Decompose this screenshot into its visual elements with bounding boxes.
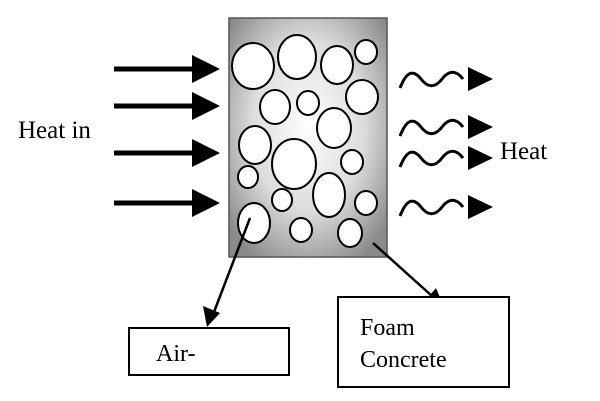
heat-out-arrow	[398, 67, 493, 91]
air-bubble	[340, 149, 364, 175]
foam-label: Foam	[360, 315, 415, 341]
air-bubble	[337, 218, 363, 248]
air-bubble	[259, 89, 291, 125]
heat-out-arrows	[398, 67, 493, 219]
air-bubble	[354, 190, 378, 216]
heat-out-arrow	[398, 115, 493, 139]
air-leader-arrow	[203, 217, 252, 327]
heat-in-arrows	[114, 55, 220, 217]
foam-concrete-callout-box: Foam Concrete	[337, 296, 510, 388]
concrete-label: Concrete	[360, 347, 447, 373]
heat-in-arrow	[114, 55, 220, 83]
heat-out-label: Heat	[500, 138, 548, 165]
air-bubble	[237, 165, 259, 189]
air-bubble	[316, 107, 352, 149]
air-bubble	[271, 138, 317, 190]
air-bubble	[320, 45, 354, 85]
heat-in-arrow	[114, 139, 220, 167]
air-bubble	[296, 90, 320, 116]
air-bubbles	[231, 34, 379, 248]
air-bubble	[277, 34, 317, 80]
air-bubble	[238, 125, 272, 165]
heat-out-arrow	[398, 195, 493, 219]
heat-out-arrow	[398, 146, 493, 170]
air-bubble	[289, 217, 313, 243]
air-bubble	[345, 79, 379, 115]
air-bubble	[271, 188, 293, 212]
air-bubble	[231, 42, 275, 90]
air-bubble	[354, 39, 378, 65]
heat-in-label: Heat in	[18, 117, 91, 144]
air-bubble	[312, 172, 346, 218]
air-callout-box: Air-	[128, 327, 290, 376]
air-bubble	[237, 202, 271, 244]
air-label: Air-	[156, 341, 196, 367]
heat-in-arrow	[114, 92, 220, 120]
heat-in-arrow	[114, 189, 220, 217]
